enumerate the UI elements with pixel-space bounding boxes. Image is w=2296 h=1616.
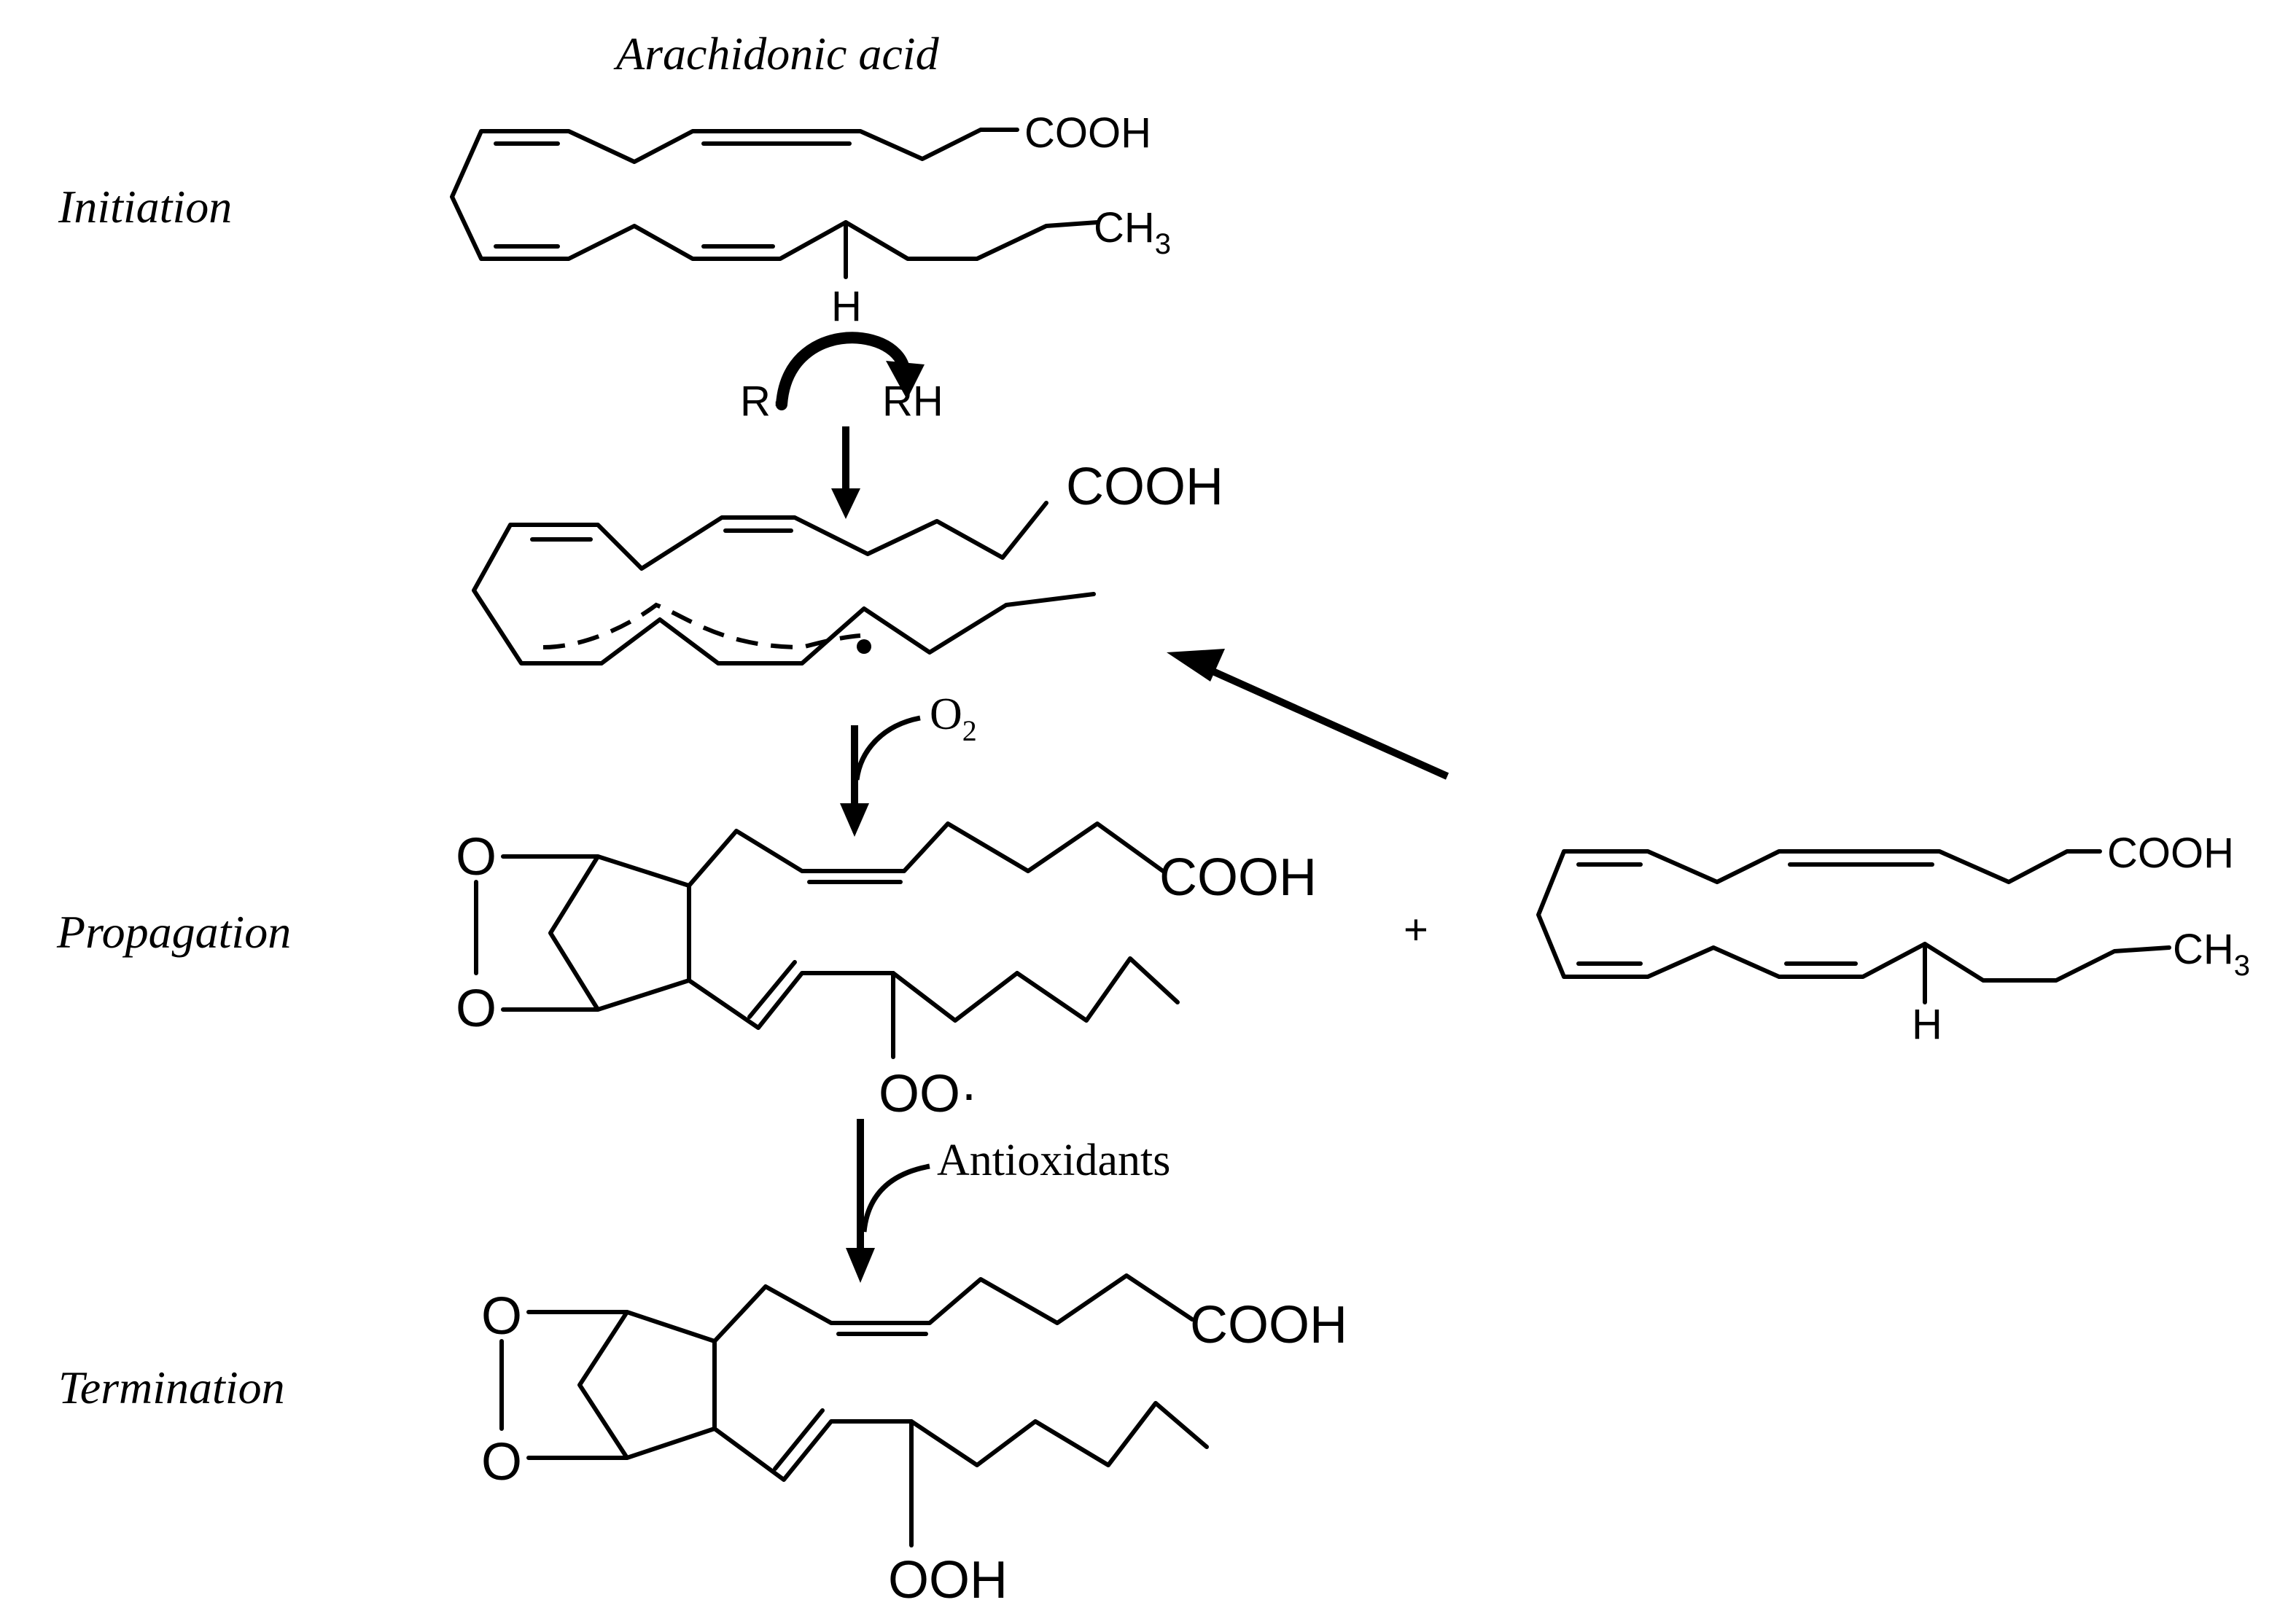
- stage-label-initiation: Initiation: [58, 181, 232, 233]
- carboxyl-group: COOH: [1024, 109, 1151, 157]
- stage-label-termination: Termination: [58, 1362, 285, 1413]
- hydroperoxy-group: OOH: [888, 1551, 1008, 1609]
- termination-upper-side-chain: [712, 1273, 1194, 1343]
- plus-sign: +: [1404, 906, 1428, 953]
- stage-label-propagation: Propagation: [56, 906, 291, 958]
- hydroperoxide-molecule: O O COOH OOH: [481, 1273, 1347, 1609]
- antioxidant-reagent-label: Antioxidants: [937, 1136, 1170, 1185]
- delocalized-bond-dashes: [542, 602, 861, 650]
- initiation-reaction: R· RH: [740, 332, 943, 519]
- lower-side-chain: [687, 956, 1180, 1030]
- second-acid-hydrogen: H: [1912, 1001, 1942, 1048]
- propagation-feedback-arrow: [1201, 663, 1449, 780]
- termination-ring-bonds: [526, 1310, 717, 1460]
- termination-oxygen-top: O: [481, 1287, 522, 1346]
- lower-side-chain-double-bond: [747, 960, 797, 1019]
- initiator-product-label: RH: [882, 378, 943, 425]
- methyl-group: CH3: [1094, 204, 1171, 260]
- radical-dot: [857, 639, 871, 654]
- endoperoxide-oxygen-bottom: O: [456, 980, 497, 1038]
- initiator-radical-label: R·: [740, 378, 785, 425]
- feedback-arrow-head: [1167, 649, 1225, 682]
- second-acid-methyl-group: CH3: [2173, 926, 2250, 982]
- peroxyl-radical-molecule: O O COOH OO·: [456, 821, 1317, 1123]
- oxygen-reagent-label: O2: [930, 690, 977, 747]
- upper-side-chain: [687, 821, 1165, 888]
- endoperoxide-oxygen-top: O: [456, 828, 497, 886]
- termination-lower-double-bond: [773, 1408, 825, 1471]
- termination-oxygen-bottom: O: [481, 1433, 522, 1491]
- curved-arrow-head: [886, 361, 925, 399]
- radical-carboxyl-group: COOH: [1066, 458, 1223, 516]
- arachidonic-acid-backbone: [450, 128, 1100, 261]
- second-arachidonic-acid-molecule: COOH CH3 H: [1536, 830, 2250, 1048]
- oxygen-curved-line: [854, 715, 921, 781]
- molecule-name-arachidonic-acid: Arachidonic acid: [613, 28, 940, 79]
- oxygen-addition-step: O2: [840, 690, 977, 837]
- second-acid-backbone: [1536, 849, 2171, 983]
- peroxyl-carboxyl-group: COOH: [1159, 848, 1317, 907]
- antioxidant-curved-line: [861, 1163, 930, 1233]
- abstracted-hydrogen: H: [831, 283, 862, 330]
- ring-bonds: [501, 854, 691, 1012]
- termination-lower-side-chain: [712, 1401, 1209, 1482]
- arachidonic-acid-molecule: Arachidonic acid COOH CH3 H: [450, 28, 1171, 330]
- second-acid-carboxyl-group: COOH: [2107, 830, 2234, 877]
- hydrogen-abstraction-curved-arrow: [776, 332, 910, 410]
- radical-backbone-upper: [472, 501, 1096, 665]
- initiation-down-arrow-head: [831, 488, 860, 519]
- carbon-radical-molecule: COOH: [472, 458, 1223, 665]
- oxygen-down-arrow-head: [840, 803, 869, 837]
- peroxyl-group: OO·: [879, 1065, 978, 1123]
- antioxidant-step: Antioxidants: [846, 1119, 1170, 1283]
- antioxidant-down-arrow-head: [846, 1248, 875, 1283]
- termination-carboxyl-group: COOH: [1190, 1296, 1347, 1354]
